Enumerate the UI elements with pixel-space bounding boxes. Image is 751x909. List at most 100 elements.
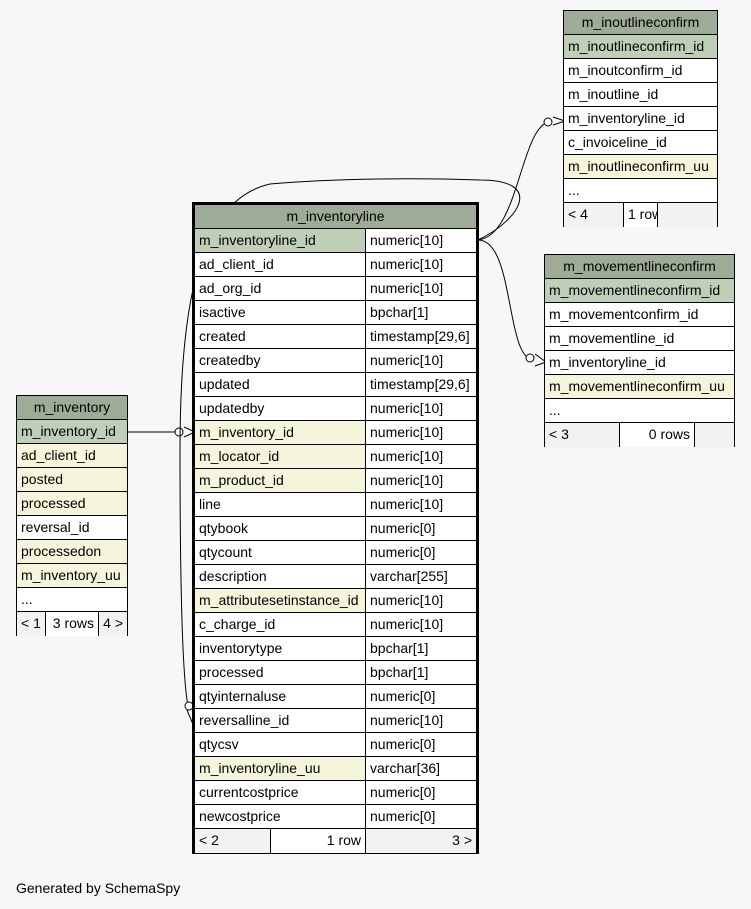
column-name: inventorytype bbox=[195, 637, 366, 660]
column-row: reversal_id bbox=[17, 516, 127, 540]
column-name: processed bbox=[195, 661, 366, 684]
column-row: m_inoutlineconfirm_id bbox=[564, 35, 717, 59]
column-name: m_inventoryline_id bbox=[545, 351, 734, 374]
column-name: qtybook bbox=[195, 517, 366, 540]
column-name: m_inoutline_id bbox=[564, 83, 717, 106]
column-name: posted bbox=[17, 468, 127, 491]
table-header: m_inoutlineconfirm bbox=[564, 11, 717, 35]
footer-rowcount: 3 rows bbox=[46, 612, 99, 636]
table-header: m_inventoryline bbox=[195, 205, 476, 229]
relation-movementlineconfirm bbox=[477, 239, 535, 361]
column-row: processedon bbox=[17, 540, 127, 564]
column-name: ... bbox=[564, 179, 717, 202]
column-type: numeric[10] bbox=[370, 400, 444, 416]
column-type: bpchar[1] bbox=[370, 664, 429, 680]
column-name: m_inoutlineconfirm_uu bbox=[564, 155, 717, 178]
footer-parents: < 4 bbox=[564, 203, 624, 227]
column-name: ... bbox=[17, 588, 127, 611]
column-name: m_inventoryline_id bbox=[564, 107, 717, 130]
footer-rowcount: 1 row bbox=[624, 203, 658, 227]
column-type: numeric[10] bbox=[370, 616, 444, 632]
column-row: ... bbox=[564, 179, 717, 203]
column-type: timestamp[29,6] bbox=[370, 328, 470, 344]
column-row: ad_client_id bbox=[17, 444, 127, 468]
column-row: ... bbox=[545, 399, 734, 423]
column-name: qtyinternaluse bbox=[195, 685, 366, 708]
footer-parents: < 1 bbox=[17, 612, 46, 636]
footer-children: 3 > bbox=[366, 829, 476, 853]
column-name: m_attributesetinstance_id bbox=[195, 589, 366, 612]
relation-end-circle bbox=[174, 427, 184, 437]
relation-inoutlineconfirm bbox=[477, 120, 553, 241]
column-name: processedon bbox=[17, 540, 127, 563]
column-name: m_inventoryline_id bbox=[195, 229, 366, 252]
footer-children bbox=[658, 203, 717, 227]
column-row: m_movementconfirm_id bbox=[545, 303, 734, 327]
column-name: qtycsv bbox=[195, 733, 366, 756]
column-name: isactive bbox=[195, 301, 366, 324]
column-row: m_inventory_uu bbox=[17, 564, 127, 588]
column-row: c_invoiceline_id bbox=[564, 131, 717, 155]
column-type: numeric[10] bbox=[370, 448, 444, 464]
column-type: varchar[255] bbox=[370, 568, 448, 584]
column-type: numeric[10] bbox=[370, 592, 444, 608]
column-name: updated bbox=[195, 373, 366, 396]
column-name: ad_client_id bbox=[195, 253, 366, 276]
column-name: ... bbox=[545, 399, 734, 422]
column-type: numeric[10] bbox=[370, 256, 444, 272]
column-row: m_movementlineconfirm_id bbox=[545, 279, 734, 303]
column-name: created bbox=[195, 325, 366, 348]
column-name: m_movementline_id bbox=[545, 327, 734, 350]
column-name: m_inoutconfirm_id bbox=[564, 59, 717, 82]
column-name: reversalline_id bbox=[195, 709, 366, 732]
footer-rowcount: 1 row bbox=[271, 829, 366, 853]
footer-parents: < 2 bbox=[195, 829, 271, 853]
column-name: updatedby bbox=[195, 397, 366, 420]
column-row: m_inoutlineconfirm_uu bbox=[564, 155, 717, 179]
column-type: varchar[36] bbox=[370, 760, 441, 776]
column-name: newcostprice bbox=[195, 805, 366, 828]
column-row: m_inventoryline_id bbox=[545, 351, 734, 375]
column-row: m_inoutline_id bbox=[564, 83, 717, 107]
column-type: bpchar[1] bbox=[370, 640, 429, 656]
column-name: qtycount bbox=[195, 541, 366, 564]
column-row: processed bbox=[17, 492, 127, 516]
column-type: numeric[0] bbox=[370, 688, 436, 704]
column-name: line bbox=[195, 493, 366, 516]
column-name: reversal_id bbox=[17, 516, 127, 539]
column-name: m_product_id bbox=[195, 469, 366, 492]
relation-end-circle bbox=[543, 117, 553, 127]
footer-parents: < 3 bbox=[545, 423, 620, 447]
footer-children bbox=[695, 423, 734, 447]
column-name: description bbox=[195, 565, 366, 588]
column-name: m_movementlineconfirm_id bbox=[545, 279, 734, 302]
column-type: numeric[0] bbox=[370, 520, 436, 536]
column-name: m_inventory_id bbox=[17, 420, 127, 443]
column-type: bpchar[1] bbox=[370, 304, 429, 320]
generated-by-label: Generated by SchemaSpy bbox=[16, 880, 181, 896]
column-name: m_locator_id bbox=[195, 445, 366, 468]
column-name: ad_org_id bbox=[195, 277, 366, 300]
column-name: m_inventory_uu bbox=[17, 564, 127, 587]
column-name: c_charge_id bbox=[195, 613, 366, 636]
